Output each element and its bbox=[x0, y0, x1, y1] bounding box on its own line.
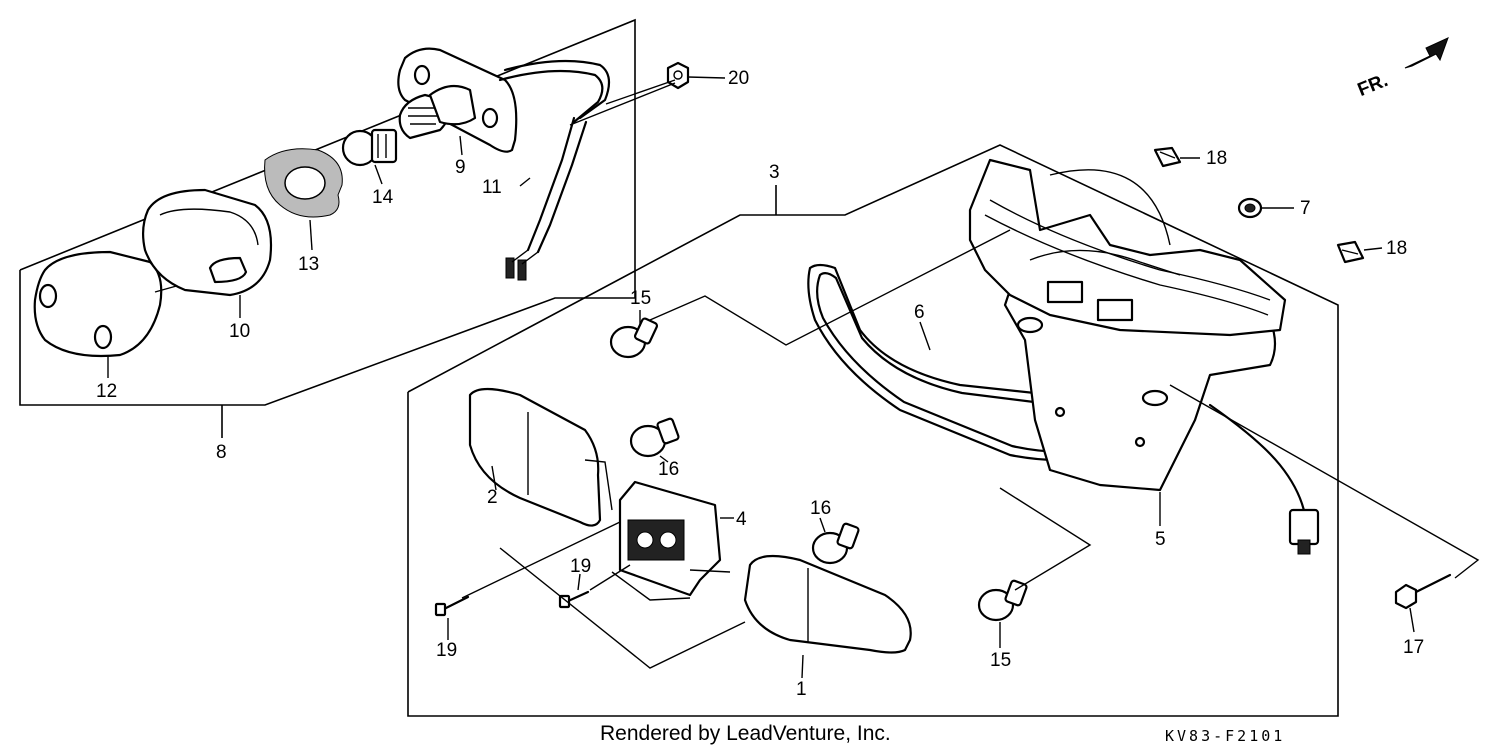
diagram-code: KV83-F2101 bbox=[1165, 727, 1285, 745]
callout-14: 14 bbox=[372, 187, 394, 208]
part-19-screw-b bbox=[558, 590, 590, 609]
callout-2: 2 bbox=[487, 487, 498, 508]
part-2-left-lens bbox=[468, 387, 613, 527]
part-4-socket bbox=[618, 480, 731, 597]
part-17-bolt bbox=[1394, 573, 1452, 610]
group-outline-8 bbox=[19, 18, 636, 406]
part-13-gasket bbox=[264, 148, 343, 218]
callout-15b: 15 bbox=[990, 650, 1011, 671]
callout-16b: 16 bbox=[810, 498, 831, 519]
callout-6: 6 bbox=[914, 302, 925, 323]
part-16-bulb-right bbox=[811, 522, 860, 565]
direction-label: FR. bbox=[1355, 70, 1391, 101]
callout-3: 3 bbox=[769, 162, 780, 183]
front-direction-arrow: FR. bbox=[1355, 37, 1449, 101]
part-19-screw-a bbox=[434, 595, 470, 617]
part-11-wire bbox=[498, 59, 611, 281]
callout-13: 13 bbox=[298, 254, 319, 275]
callout-17: 17 bbox=[1403, 637, 1424, 658]
callout-4: 4 bbox=[736, 509, 747, 530]
part-12-lens bbox=[33, 250, 181, 358]
callout-18b: 18 bbox=[1386, 238, 1407, 259]
callout-19a: 19 bbox=[436, 640, 457, 661]
part-18-clip-b bbox=[1336, 240, 1365, 264]
part-18-clip-a bbox=[1153, 146, 1182, 168]
callout-18a: 18 bbox=[1206, 148, 1227, 169]
callout-1: 1 bbox=[796, 679, 807, 700]
callout-20: 20 bbox=[728, 68, 749, 89]
part-15-bulb-lower bbox=[977, 579, 1028, 622]
callout-9: 9 bbox=[455, 157, 466, 178]
callout-10: 10 bbox=[229, 321, 250, 342]
callout-8: 8 bbox=[216, 442, 227, 463]
part-5-body bbox=[968, 158, 1320, 555]
part-9-socket bbox=[397, 47, 518, 153]
callout-15a: 15 bbox=[630, 288, 651, 309]
part-14-bulb bbox=[341, 128, 398, 167]
part-15-bulb-upper bbox=[609, 317, 659, 359]
leader-lines bbox=[107, 76, 1480, 679]
callout-11: 11 bbox=[482, 177, 502, 198]
part-16-bulb-left bbox=[629, 417, 680, 458]
credit-text: Rendered by LeadVenture, Inc. bbox=[600, 722, 891, 745]
part-7-grommet bbox=[1237, 197, 1263, 219]
part-1-right-lens bbox=[743, 554, 912, 654]
group-outline-3 bbox=[407, 144, 1339, 717]
callouts: 20 9 14 11 13 10 12 8 3 18 7 18 15 6 16 … bbox=[96, 68, 1424, 700]
part-10-housing bbox=[141, 188, 273, 297]
callout-12: 12 bbox=[96, 381, 117, 402]
callout-19b: 19 bbox=[570, 556, 591, 577]
callout-16a: 16 bbox=[658, 459, 679, 480]
callout-5: 5 bbox=[1155, 529, 1166, 550]
callout-7: 7 bbox=[1300, 198, 1311, 219]
